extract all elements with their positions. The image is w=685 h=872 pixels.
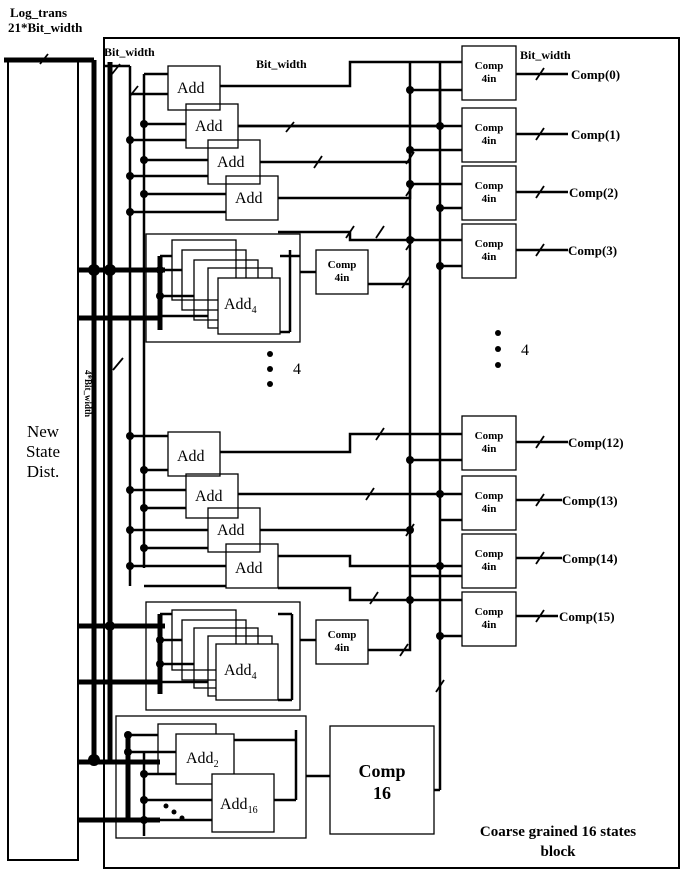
adder-label: Add xyxy=(195,488,223,505)
add4-label: Add4 xyxy=(224,296,257,317)
coarse-block-border xyxy=(103,37,680,869)
output-comp-3: Comp(3) xyxy=(568,243,618,258)
repeat-count-label: 4 xyxy=(521,342,529,359)
adder-label: Add xyxy=(177,448,205,465)
output-comp-15: Comp(15) xyxy=(559,609,615,624)
repeat-count-label: 4 xyxy=(293,361,301,378)
log-trans-width-label: 21*Bit_width xyxy=(8,20,83,35)
output-comp-14: Comp(14) xyxy=(562,551,618,566)
log-trans-label: Log_trans xyxy=(10,5,68,20)
adder-label: Add xyxy=(195,118,223,135)
bit-width-label-output: Bit_width xyxy=(520,48,571,62)
add4-label: Add4 xyxy=(224,662,257,683)
output-comp-0: Comp(0) xyxy=(571,67,621,82)
output-comp-1: Comp(1) xyxy=(571,127,621,142)
adder-label: Add xyxy=(235,560,263,577)
add16-label: Add16 xyxy=(220,796,258,817)
output-comp-2: Comp(2) xyxy=(569,185,619,200)
output-comp-13: Comp(13) xyxy=(562,493,618,508)
adder-label: Add xyxy=(217,154,245,171)
adder-label: Add xyxy=(235,190,263,207)
add2-label: Add2 xyxy=(186,750,219,771)
junction-dots xyxy=(88,86,501,824)
adder-label: Add xyxy=(217,522,245,539)
bit-width-label-input: Bit_width xyxy=(104,45,155,59)
output-comp-12: Comp(12) xyxy=(568,435,624,450)
rotated-width-label: 4*Bit_width xyxy=(83,370,93,418)
adder-label: Add xyxy=(177,80,205,97)
bit-width-label-mid: Bit_width xyxy=(256,57,307,71)
